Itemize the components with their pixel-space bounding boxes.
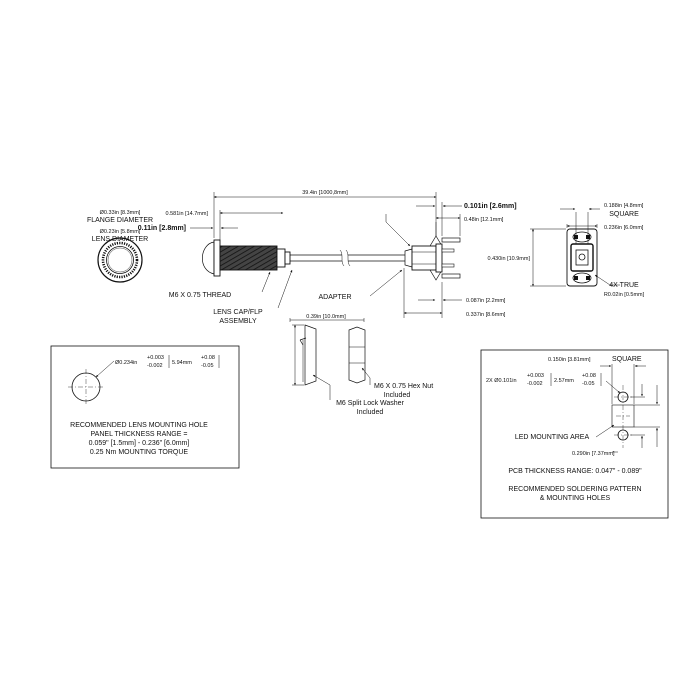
square-label: SQUARE [609,211,639,218]
hole-dia-prefix: Ø0.234in [115,360,137,366]
panel-thickness-range: 0.059" [1.5mm] - 0.236" [6.0mm] [89,440,190,447]
pcb-dia-prefix: 2X Ø0.101in [486,378,517,384]
lens-diameter-label: LENS DIAMETER [92,236,148,243]
flange-diameter-value: Ø0.33in [8.3mm] [100,210,141,216]
dim-0-11: 0.11in [2.8mm] [138,225,186,232]
adapter-label: ADAPTER [318,294,351,301]
pcb-thickness-range: PCB THICKNESS RANGE: 0.047" - 0.089" [508,468,642,475]
hex-nut [348,326,366,384]
hex-nut-label-2: Included [384,392,411,399]
soldering-pattern-box [480,349,669,519]
dim-0-48: 0.48in [12.1mm] [464,217,504,223]
hardware-dimensions [289,318,371,400]
dim-0-087: 0.087in [2.2mm] [466,298,506,304]
soldering-title-2: & MOUNTING HOLES [540,495,611,502]
dim-0-236: 0.236in [6.0mm] [604,225,644,231]
dim-0-101: 0.101in [2.6mm] [464,203,517,210]
dim-0-581: 0.581in [14.7mm] [166,211,209,217]
lens-cap-label-1: LENS CAP/FLP [213,309,263,316]
dim-0-430: 0.430in [10.9mm] [488,256,531,262]
hole-metric-minus: -0.05 [201,363,214,369]
assembly-side-view [202,235,461,281]
split-lock-washer [299,324,317,386]
led-mounting-area-label: LED MOUNTING AREA [515,434,590,441]
mounting-torque: 0.25 Nm MOUNTING TORQUE [90,449,188,456]
dim-0-337: 0.337in [8.6mm] [466,312,506,318]
soldering-title-1: RECOMMENDED SOLDERING PATTERN [508,486,641,493]
pcb-tol-minus: -0.002 [527,381,543,387]
pcb-square-dim: 0.150in [3.81mm] [548,357,591,363]
pcb-spacing-dim: 0.290in [7.37mm] [572,451,615,457]
mounting-hole-drawing [68,360,115,405]
flange-diameter-label: FLANGE DIAMETER [87,217,153,224]
true-label: 4X TRUE [609,282,639,289]
soldering-pattern-drawing [595,364,660,453]
thread-label: M6 X 0.75 THREAD [169,292,232,299]
pcb-square-label: SQUARE [612,356,642,363]
lens-front-view [97,237,143,283]
washer-label-2: Included [357,409,384,416]
dim-0-188: 0.188in [4.8mm] [604,203,644,209]
lens-diameter-value: Ø0.23in [5.8mm] [100,229,141,235]
overall-length-dim: 39.4in [1000,8mm] [302,190,348,196]
connector-end-view [566,228,598,287]
dim-0-39: 0.39in [10.0mm] [306,314,346,320]
hole-tol-minus: -0.002 [147,363,163,369]
hex-nut-label-1: M6 X 0.75 Hex Nut [374,383,433,390]
hole-metric-value: 5.94mm [172,360,192,366]
side-view-dimensions [190,192,462,318]
pcb-metric-value: 2.57mm [554,378,574,384]
pcb-tol-plus: +0.003 [527,373,544,379]
pcb-metric-minus: -0.05 [582,381,595,387]
mounting-hole-box [50,345,240,469]
panel-thickness-label: PANEL THICKNESS RANGE = [91,431,188,438]
hole-metric-plus: +0.08 [201,355,215,361]
radius-label: R0.02in [0.5mm] [604,292,645,298]
washer-label-1: M6 Split Lock Washer [336,400,404,407]
pcb-metric-plus: +0.08 [582,373,596,379]
end-view-dimensions [530,208,620,287]
lens-cap-label-2: ASSEMBLY [219,318,257,325]
mounting-hole-title: RECOMMENDED LENS MOUNTING HOLE [70,422,208,429]
hole-tol-plus: +0.003 [147,355,164,361]
